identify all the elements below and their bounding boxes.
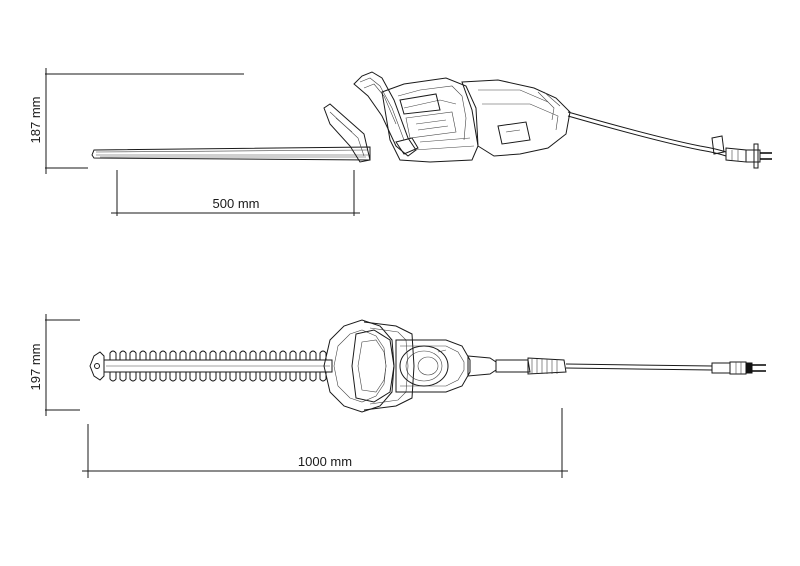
- side-view: 187 mm: [28, 68, 772, 216]
- blade-tooth: [299, 372, 307, 382]
- blade-tooth: [199, 350, 207, 360]
- top-front-guard: [323, 319, 395, 413]
- top-cable-grip-ribs: [531, 359, 558, 374]
- blade-tooth: [319, 372, 327, 382]
- side-height-label: 187 mm: [28, 97, 43, 144]
- blade-tooth: [289, 350, 297, 360]
- blade-length-dimension: 500 mm: [111, 170, 360, 216]
- top-rear-handle: [467, 355, 567, 377]
- blade-tooth: [139, 350, 147, 360]
- blade-tooth: [259, 350, 267, 360]
- blade-tooth: [279, 372, 287, 382]
- top-power-cable: [565, 361, 766, 375]
- blade-tooth: [209, 350, 217, 360]
- side-rear-handle: [461, 79, 571, 157]
- blade-tooth: [219, 350, 227, 360]
- blade-tooth: [289, 372, 297, 382]
- top-blade: [89, 350, 333, 382]
- side-power-cable: [567, 111, 772, 169]
- blade-tooth: [309, 350, 317, 360]
- blade-tooth: [189, 350, 197, 360]
- blade-tooth: [179, 350, 187, 360]
- blade-tooth: [259, 372, 267, 382]
- blade-tooth: [149, 372, 157, 382]
- blade-tooth: [169, 372, 177, 382]
- top-height-label: 197 mm: [28, 344, 43, 391]
- blade-tooth: [309, 372, 317, 382]
- blade-tooth: [119, 372, 127, 382]
- top-motor-body: [395, 339, 471, 393]
- blade-tooth: [179, 372, 187, 382]
- blade-tooth: [269, 350, 277, 360]
- side-height-dimension: 187 mm: [28, 68, 244, 174]
- total-length-dimension: 1000 mm: [82, 408, 568, 478]
- blade-tooth: [149, 350, 157, 360]
- top-height-dimension: 197 mm: [28, 314, 80, 416]
- blade-tooth: [249, 372, 257, 382]
- blade-tooth: [129, 372, 137, 382]
- blade-tooth: [239, 372, 247, 382]
- side-blade: [91, 146, 371, 161]
- top-view: 197 mm: [28, 314, 766, 478]
- top-front-handle: [363, 321, 415, 411]
- blade-tooth: [229, 372, 237, 382]
- blade-tooth: [229, 350, 237, 360]
- blade-tooth: [319, 350, 327, 360]
- blade-tooth: [209, 372, 217, 382]
- total-length-label: 1000 mm: [298, 454, 352, 469]
- blade-tooth: [269, 372, 277, 382]
- blade-tooth: [129, 350, 137, 360]
- blade-tooth: [299, 350, 307, 360]
- blade-tooth: [159, 350, 167, 360]
- blade-length-label: 500 mm: [213, 196, 260, 211]
- blade-tooth: [249, 350, 257, 360]
- blade-tooth: [139, 372, 147, 382]
- side-hand-guard: [323, 103, 371, 163]
- blade-tooth: [159, 372, 167, 382]
- blade-tooth: [199, 372, 207, 382]
- blade-tooth: [189, 372, 197, 382]
- blade-tooth: [169, 350, 177, 360]
- blade-tooth: [279, 350, 287, 360]
- blade-tooth: [219, 372, 227, 382]
- blade-tooth: [119, 350, 127, 360]
- side-front-handle: [353, 71, 419, 157]
- blade-tooth: [239, 350, 247, 360]
- blade-tooth: [109, 372, 117, 382]
- blade-tooth: [109, 350, 117, 360]
